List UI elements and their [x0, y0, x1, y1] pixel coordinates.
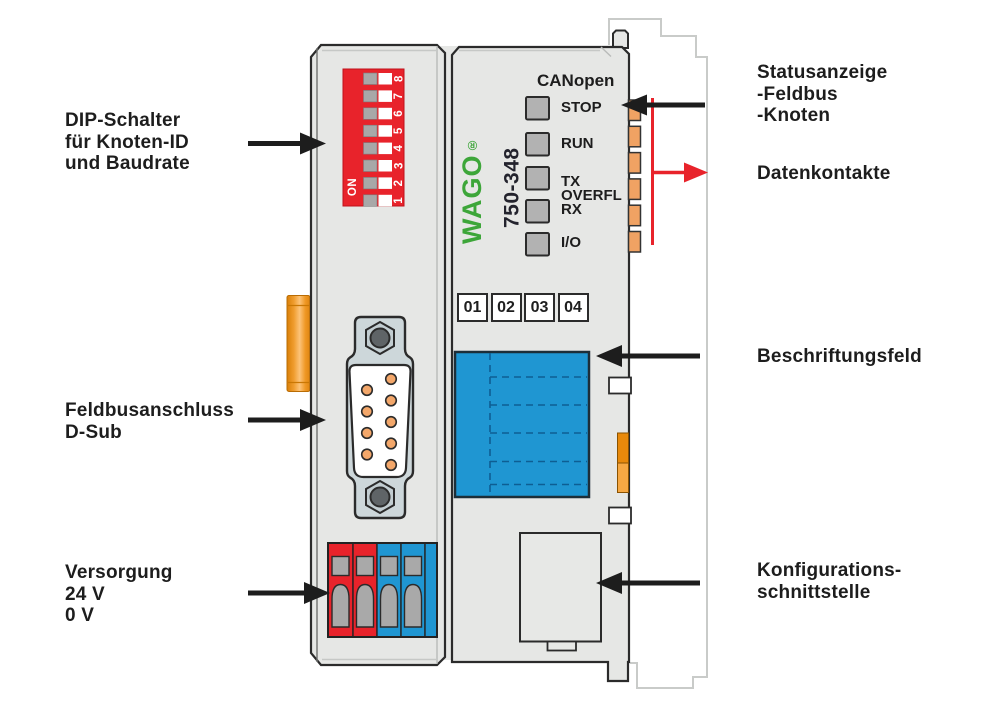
protocol-label: CANopen — [537, 71, 615, 90]
release-notch-lower — [608, 506, 632, 525]
channel-number-box: 01 — [457, 293, 488, 322]
arrow-status-leds — [621, 94, 705, 116]
data-contact — [627, 178, 642, 201]
labeling-field — [453, 350, 591, 499]
dip-position-number: 4 — [393, 145, 405, 152]
channel-number-box: 03 — [524, 293, 555, 322]
led-label-stop: STOP — [561, 99, 602, 116]
channel-number-box: 02 — [490, 293, 522, 322]
callout-labeling-field: Beschriftungsfeld — [757, 346, 922, 367]
release-notch-upper — [608, 376, 632, 395]
dip-on-label: ON — [347, 178, 359, 196]
mounting-tab — [612, 29, 629, 49]
led-indicator — [525, 232, 550, 257]
registered-mark: ® — [465, 136, 480, 153]
dip-position-number: 3 — [393, 163, 405, 169]
led-label-tx: TX — [561, 173, 581, 190]
arrow-labeling-field — [596, 345, 700, 367]
dsub-screw-top — [369, 327, 391, 349]
dip-position-number: 8 — [393, 75, 405, 82]
data-contacts-arrowhead — [684, 162, 708, 183]
callout-arrows — [248, 94, 705, 604]
arrow-dip-switch — [248, 132, 326, 155]
callout-power-supply: Versorgung 24 V 0 V — [65, 562, 173, 626]
data-contact — [627, 125, 642, 148]
dsub-body — [348, 363, 412, 479]
dip-position-number: 5 — [393, 127, 405, 134]
callout-dip-switch: DIP-Schalter für Knoten-ID und Baudrate — [65, 110, 190, 174]
dip-position-number: 2 — [393, 180, 405, 186]
led-label-overfl: OVERFL — [561, 187, 622, 204]
brand-name: WAGO — [457, 154, 487, 245]
dip-switch-actuators — [363, 72, 392, 207]
power-terminals — [327, 542, 438, 638]
side-latch-orange — [286, 295, 311, 392]
config-interface — [519, 532, 602, 652]
callout-fieldbus-connector: Feldbusanschluss D-Sub — [65, 400, 234, 443]
dip-switch: 8 7 6 5 4 3 2 1 ON — [342, 68, 405, 207]
led-indicator — [525, 199, 550, 224]
model-number: 750-348 — [500, 147, 524, 229]
dsub-screw-bottom — [369, 486, 391, 508]
data-contacts — [627, 99, 642, 253]
callout-data-contacts: Datenkontakte — [757, 163, 891, 184]
dsub-pins — [360, 372, 398, 472]
led-label-rx: RX — [561, 201, 582, 218]
arrow-power-supply — [248, 582, 330, 604]
led-label-run: RUN — [561, 135, 594, 152]
dip-position-number: 7 — [393, 93, 405, 99]
arrow-fieldbus-connector — [248, 409, 326, 431]
led-indicator — [525, 96, 550, 121]
dip-position-number: 6 — [393, 110, 405, 116]
channel-number-box: 04 — [557, 293, 589, 322]
led-indicator — [525, 132, 550, 157]
dsub-connector — [345, 315, 415, 520]
data-contact — [627, 151, 642, 174]
side-clip-orange — [617, 432, 629, 493]
callout-config-interface: Konfigurations- schnittstelle — [757, 560, 902, 603]
wago-logo: WAGO® — [450, 127, 495, 254]
data-contact — [627, 230, 642, 253]
dip-position-number: 1 — [393, 197, 405, 204]
status-leds — [525, 96, 550, 257]
data-contact — [627, 204, 642, 227]
adjacent-module-ghost-outline — [608, 18, 708, 689]
arrow-config-interface — [596, 572, 700, 594]
led-label-io: I/O — [561, 234, 582, 251]
callout-status-display: Statusanzeige -Feldbus -Knoten — [757, 62, 888, 126]
data-contacts-indicator — [651, 98, 708, 245]
led-indicator — [525, 166, 550, 191]
